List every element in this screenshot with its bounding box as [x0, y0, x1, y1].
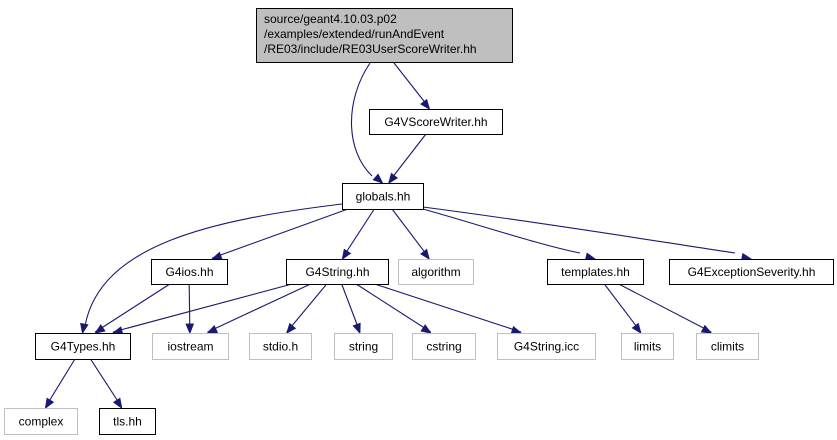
node-box-algorithm: [398, 259, 474, 285]
edge-arrowhead-g4string-to-iostream: [206, 324, 219, 334]
edge-root-to-globals: [350, 62, 373, 177]
edge-g4vscorewriter-to-globals: [388, 133, 427, 183]
node-box-root: [256, 8, 513, 63]
edge-arrowhead-g4ios-to-iostream: [185, 323, 195, 335]
edge-arrowhead-g4string-to-string: [352, 322, 361, 335]
node-label-root-line-2: /examples/extended/runAndEvent: [264, 27, 445, 41]
node-label-g4stringicc: G4String.icc: [514, 340, 579, 354]
edge-arrowhead-g4ios-to-g4types: [94, 324, 106, 334]
edge-globals-to-templates: [422, 208, 581, 254]
node-label-tls: tls.hh: [113, 415, 142, 429]
node-label-stdio: stdio.h: [263, 340, 298, 354]
node-iostream: iostream: [152, 333, 229, 360]
edge-templates-to-climits: [618, 283, 712, 333]
node-label-complex: complex: [19, 415, 64, 429]
edge-arrowhead-templates-to-limits: [631, 322, 642, 335]
node-stdio: stdio.h: [249, 333, 312, 360]
node-label-g4vscorewriter: G4VScoreWriter.hh: [384, 115, 487, 129]
edge-root-to-g4vscorewriter: [392, 61, 430, 109]
node-g4exception[interactable]: G4ExceptionSeverity.hh: [669, 259, 834, 285]
node-label-globals: globals.hh: [356, 190, 411, 204]
edge-arrowhead-g4types-to-tls: [112, 397, 123, 410]
edge-arrowhead-g4vscorewriter-to-globals: [388, 172, 399, 185]
edge-arrowhead-templates-to-climits: [700, 324, 713, 334]
node-templates[interactable]: templates.hh: [547, 259, 644, 285]
node-box-stdio: [249, 333, 312, 360]
edge-globals-to-g4string: [341, 208, 375, 259]
edges-layer: [44, 61, 753, 410]
node-label-root-line-3: /RE03/include/RE03UserScoreWriter.hh: [264, 42, 477, 56]
node-box-g4types: [35, 333, 131, 360]
node-algorithm: algorithm: [398, 259, 474, 285]
node-box-g4stringicc: [497, 333, 596, 360]
node-climits: climits: [696, 333, 759, 360]
node-label-g4ios: G4ios.hh: [165, 265, 213, 279]
edge-arrowhead-root-to-g4vscorewriter: [420, 98, 431, 111]
node-g4stringicc: G4String.icc: [497, 333, 596, 360]
edge-g4string-to-g4types: [112, 283, 293, 333]
edge-arrowhead-g4string-to-g4stringicc: [510, 325, 523, 335]
edge-templates-to-limits: [603, 283, 642, 333]
edge-g4types-to-tls: [90, 358, 123, 408]
edge-arrowhead-globals-to-g4ios: [210, 251, 223, 260]
node-box-templates: [547, 259, 644, 285]
edge-g4string-to-stdio: [286, 283, 328, 333]
edge-arrowhead-g4types-to-complex: [44, 397, 55, 410]
node-complex: complex: [4, 408, 78, 435]
edge-g4string-to-iostream: [207, 283, 311, 333]
nodes-layer: source/geant4.10.03.p02/examples/extende…: [4, 8, 834, 435]
node-box-g4ios: [151, 259, 228, 285]
edge-arrowhead-globals-to-g4string: [341, 248, 352, 261]
node-string: string: [334, 333, 393, 360]
edge-g4string-to-g4stringicc: [374, 283, 522, 333]
edge-arrowhead-globals-to-algorithm: [419, 248, 430, 261]
edge-g4string-to-cstring: [355, 283, 432, 333]
node-box-cstring: [412, 333, 476, 360]
edge-arrowhead-root-to-globals: [372, 173, 384, 184]
node-box-g4vscorewriter: [369, 109, 503, 135]
edge-g4ios-to-g4types: [94, 283, 171, 333]
node-g4string[interactable]: G4String.hh: [286, 259, 389, 285]
node-box-globals: [342, 183, 424, 210]
edge-arrowhead-g4string-to-stdio: [285, 322, 297, 335]
node-label-g4string: G4String.hh: [305, 265, 369, 279]
node-globals[interactable]: globals.hh: [342, 183, 424, 210]
node-box-limits: [621, 333, 674, 360]
node-box-string: [334, 333, 393, 360]
node-label-g4types: G4Types.hh: [51, 340, 116, 354]
edge-globals-to-g4exception: [422, 206, 736, 254]
node-root[interactable]: source/geant4.10.03.p02/examples/extende…: [256, 8, 513, 63]
edge-arrowhead-g4string-to-cstring: [420, 324, 432, 334]
node-label-climits: climits: [711, 340, 744, 354]
node-label-limits: limits: [634, 340, 661, 354]
node-label-iostream: iostream: [167, 340, 213, 354]
edge-globals-to-algorithm: [391, 208, 430, 259]
edge-globals-to-g4types: [84, 203, 343, 327]
edge-arrowhead-globals-to-g4types: [80, 322, 89, 335]
node-g4ios[interactable]: G4ios.hh: [151, 259, 228, 285]
node-label-templates: templates.hh: [561, 265, 630, 279]
node-limits: limits: [621, 333, 674, 360]
node-g4types[interactable]: G4Types.hh: [35, 333, 131, 360]
node-box-climits: [696, 333, 759, 360]
node-box-g4string: [286, 259, 389, 285]
edge-g4types-to-complex: [45, 358, 76, 408]
node-cstring: cstring: [412, 333, 476, 360]
node-label-algorithm: algorithm: [411, 265, 460, 279]
node-box-complex: [4, 408, 78, 435]
node-tls[interactable]: tls.hh: [99, 408, 156, 435]
node-g4vscorewriter[interactable]: G4VScoreWriter.hh: [369, 109, 503, 135]
node-box-iostream: [152, 333, 229, 360]
edge-globals-to-g4ios: [212, 208, 349, 259]
node-label-string: string: [349, 340, 378, 354]
node-label-root-line-1: source/geant4.10.03.p02: [264, 12, 397, 26]
node-label-g4exception: G4ExceptionSeverity.hh: [688, 265, 816, 279]
node-label-cstring: cstring: [426, 340, 461, 354]
node-box-g4exception: [669, 259, 834, 285]
node-box-tls: [99, 408, 156, 435]
